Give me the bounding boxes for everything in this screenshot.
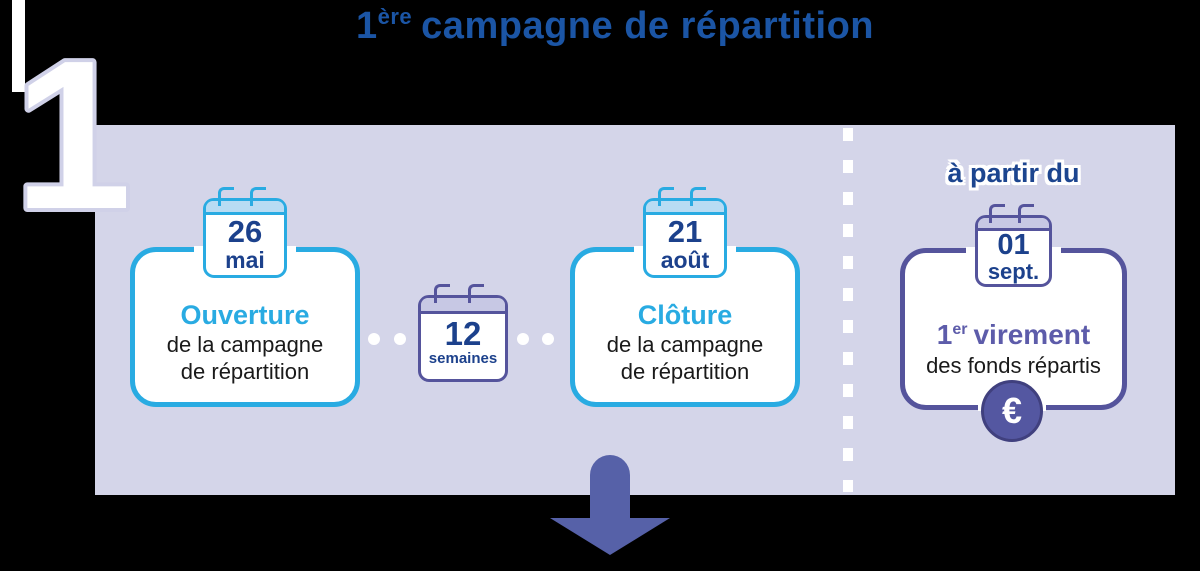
connector-dot [394,333,406,345]
payment-date-calendar-icon: 01 sept. [975,204,1052,287]
opening-date-calendar-icon: 26 mai [203,187,287,278]
payment-month: sept. [987,259,1040,284]
closing-card: Clôture de la campagne de répartition [570,247,800,407]
connector-dot [368,333,380,345]
payment-subline: des fonds répartis [926,353,1101,378]
calendar-ring-icon [1017,204,1034,223]
closing-month: août [660,247,710,273]
calendar-ring-icon [468,284,485,303]
duration-value: 12 [444,315,482,352]
big-number-one: 1 [14,16,130,230]
opening-day: 26 [227,214,263,249]
closing-day: 21 [667,214,703,249]
decorative-white-stripe [12,0,25,92]
step-number-graphic: 1 [10,0,130,230]
closing-line-2: de répartition [620,359,750,384]
duration-calendar-icon: 12 semaines [418,284,508,382]
opening-heading: Ouverture [180,300,310,330]
page-title: 1ère campagne de répartition [0,4,1200,48]
duration-unit: semaines [428,350,498,367]
euro-coin-icon: € [981,380,1043,442]
title-text: campagne de répartition [421,5,874,47]
closing-date-calendar-icon: 21 août [643,187,727,278]
dashed-divider-line [843,128,853,492]
connector-dot [517,333,529,345]
calendar-ring-icon [218,187,235,206]
payment-heading-number: 1 [936,319,953,350]
payment-day: 01 [997,229,1030,261]
title-number: 1 [355,5,378,47]
title-ordinal-suffix: ère [377,4,413,29]
calendar-ring-icon [658,187,675,206]
payment-start-label: à partir du [947,158,1080,188]
opening-card: Ouverture de la campagne de répartition [130,247,360,407]
opening-month: mai [225,247,265,273]
opening-line-1: de la campagne [166,332,324,357]
opening-line-2: de répartition [180,359,310,384]
calendar-ring-icon [689,187,706,206]
down-arrow-icon [550,455,670,555]
payment-heading-ordinal: er [952,321,968,338]
calendar-ring-icon [249,187,266,206]
calendar-ring-icon [989,204,1006,223]
closing-line-1: de la campagne [606,332,764,357]
connector-dot [542,333,554,345]
payment-heading-word: virement [973,319,1091,350]
payment-heading: 1er virement [905,319,1122,351]
closing-heading: Clôture [637,300,733,330]
calendar-ring-icon [434,284,451,303]
